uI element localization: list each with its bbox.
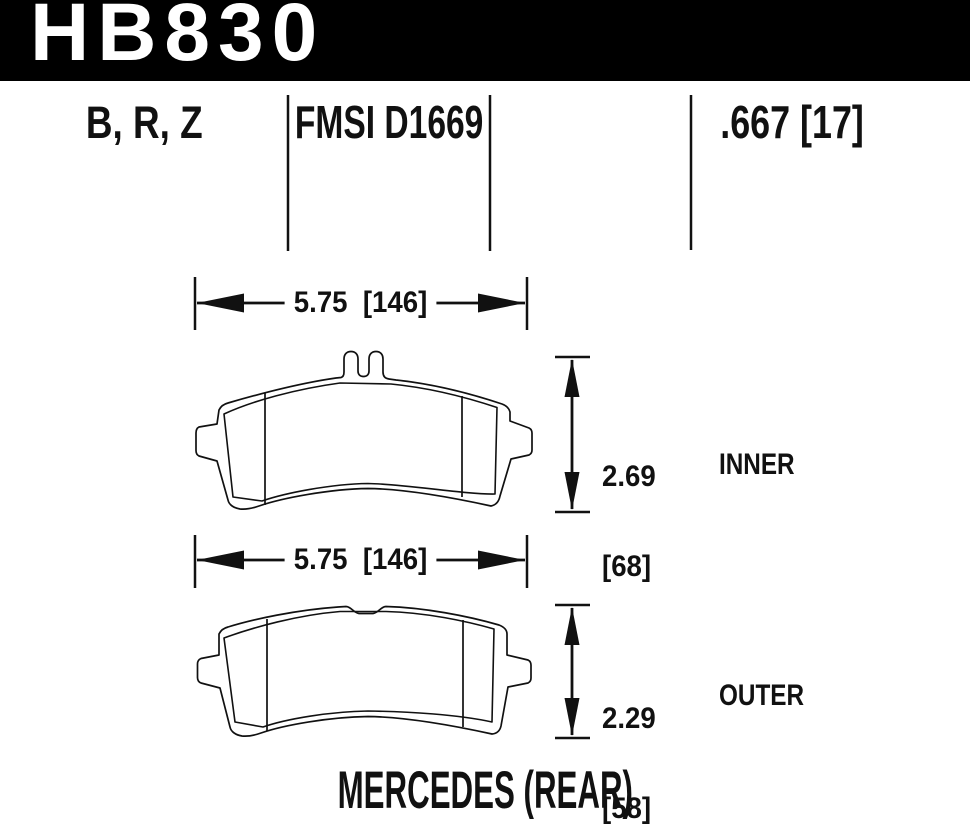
inner-pad-drawing [195, 350, 533, 510]
width-label-bottom: 5.75 [146] [285, 545, 437, 575]
inner-pad-friction-outline [223, 382, 498, 502]
vehicle-application: MERCEDES (REAR) [337, 761, 633, 820]
inner-height-inches: 2.69 [602, 460, 656, 493]
inner-height-dimension [555, 355, 590, 514]
arrow-left-icon [197, 550, 244, 570]
compound-codes-cell: B, R, Z [0, 100, 288, 145]
pad-thickness-cell: .667 [17] [692, 99, 892, 145]
inner-pad-outline [195, 350, 533, 510]
outer-pad-chamfer-lines [266, 619, 464, 731]
width-label-top-cell: 5.75 [146] [261, 288, 461, 318]
outer-pad-friction-outline [223, 610, 495, 728]
outer-height-dimension [555, 603, 590, 740]
outer-height-values: 2.29 [58] [602, 644, 656, 834]
arrow-left-icon [197, 293, 244, 313]
dimension-ticks [555, 603, 590, 740]
dimension-ticks [193, 535, 529, 588]
outer-pad-label: OUTER [719, 679, 805, 712]
column-dividers [286, 95, 693, 251]
width-label-bottom-cell: 5.75 [146] [261, 545, 461, 575]
fmsi-number: FMSI D1669 [294, 96, 484, 148]
width-label-top: 5.75 [146] [285, 288, 437, 318]
outer-pad-outline [196, 605, 532, 737]
arrow-down-icon [564, 698, 580, 736]
inner-height-values: 2.69 [68] [602, 402, 656, 642]
arrow-down-icon [564, 472, 580, 510]
inner-pad-label: INNER [719, 448, 795, 481]
pad-thickness: .667 [17] [720, 96, 864, 148]
outer-height-mm: [58] [602, 792, 652, 825]
inner-label-cell: INNER [686, 420, 813, 510]
arrow-up-icon [564, 607, 580, 645]
compound-codes: B, R, Z [85, 97, 203, 148]
dimension-ticks [193, 277, 529, 330]
header-bar: HB830 [0, 0, 970, 81]
outer-pad-drawing [196, 605, 532, 737]
part-number: HB830 [30, 0, 326, 78]
outer-label-cell: OUTER [686, 651, 824, 741]
inner-pad-chamfer-lines [264, 393, 463, 505]
arrow-right-icon [478, 550, 525, 570]
outer-height-inches: 2.29 [602, 702, 656, 735]
application-cell: MERCEDES (REAR) [0, 764, 970, 817]
arrow-right-icon [478, 293, 525, 313]
dimension-ticks [555, 355, 590, 514]
arrow-up-icon [564, 359, 580, 397]
fmsi-cell: FMSI D1669 [288, 99, 490, 145]
inner-height-mm: [68] [602, 550, 652, 583]
